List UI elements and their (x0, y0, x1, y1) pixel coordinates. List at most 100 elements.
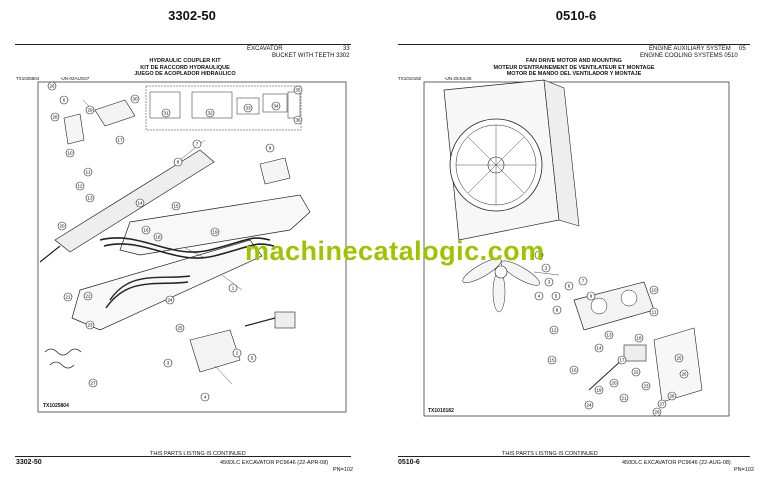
right-title-fr: MOTEUR D'ENTRAINEMENT DE VENTILATEUR ET … (493, 64, 655, 71)
right-figure-label: TX1010182 (428, 408, 454, 414)
callout-31: 31 (161, 108, 171, 118)
svg-text:21: 21 (65, 295, 71, 300)
callout-9: 9 (586, 291, 596, 301)
callout-6: 6 (59, 95, 69, 105)
callout-22: 22 (631, 367, 641, 377)
svg-text:30: 30 (132, 97, 138, 102)
svg-text:25: 25 (676, 356, 682, 361)
hydraulic-cylinder (54, 149, 215, 253)
arm-structure (119, 194, 311, 256)
watermark-text: machinecatalogic.com (245, 236, 545, 266)
valve-block (189, 329, 241, 373)
right-catalog-page: 0510-6 ENGINE AUXILIARY SYSTEM 05 ENGINE… (384, 0, 768, 497)
callout-7: 7 (578, 276, 588, 286)
callout-7: 7 (192, 139, 202, 149)
svg-text:15: 15 (549, 358, 555, 363)
callout-10: 10 (65, 148, 75, 158)
solenoid (274, 311, 296, 329)
svg-text:9: 9 (590, 294, 593, 299)
callout-16: 16 (569, 365, 579, 375)
callout-24: 24 (584, 400, 594, 410)
right-footer-continued: THIS PARTS LISTING IS CONTINUED (502, 451, 598, 457)
callout-5: 5 (247, 353, 257, 363)
callout-5: 5 (551, 291, 561, 301)
right-header-group: ENGINE COOLING SYSTEMS 0510 (640, 53, 738, 59)
right-title-block: FAN DRIVE MOTOR AND MOUNTING MOTEUR D'EN… (464, 58, 684, 78)
svg-text:33: 33 (245, 106, 251, 111)
callout-10: 10 (649, 285, 659, 295)
callout-35: 35 (293, 85, 303, 95)
callout-20: 20 (609, 378, 619, 388)
svg-text:28: 28 (669, 394, 675, 399)
callout-9: 9 (265, 143, 275, 153)
right-footer-code: PN=102 (734, 467, 755, 473)
right-figure-date: -UN-29JUL06 (444, 76, 472, 81)
svg-text:12: 12 (77, 184, 83, 189)
callout-12: 12 (549, 325, 559, 335)
right-header-page: 05 (739, 46, 746, 52)
svg-text:31: 31 (163, 111, 169, 116)
callout-14: 14 (135, 198, 145, 208)
callout-22: 22 (83, 291, 93, 301)
left-title-en: HYDRAULIC COUPLER KIT (149, 58, 221, 64)
left-footer-rule (15, 456, 351, 457)
svg-text:10: 10 (67, 151, 73, 156)
callout-15: 15 (171, 201, 181, 211)
tool-box (94, 99, 136, 127)
callout-13: 13 (604, 330, 614, 340)
svg-text:21: 21 (621, 396, 627, 401)
left-header-rule (15, 44, 351, 45)
left-footer-continued: THIS PARTS LISTING IS CONTINUED (150, 451, 246, 457)
callout-13: 13 (85, 193, 95, 203)
callout-16: 16 (141, 225, 151, 235)
svg-text:10: 10 (651, 288, 657, 293)
callout-21: 21 (63, 292, 73, 302)
callout-8: 8 (552, 305, 562, 315)
left-header-group: BUCKET WITH TEETH 3302 (272, 53, 350, 59)
svg-text:36: 36 (295, 118, 301, 123)
left-diagram-frame (37, 81, 347, 413)
svg-text:1: 1 (232, 286, 235, 291)
decal-group-box (145, 85, 302, 131)
callout-28: 28 (667, 391, 677, 401)
svg-text:32: 32 (207, 111, 213, 116)
svg-text:11: 11 (86, 170, 91, 175)
left-title-block: HYDRAULIC COUPLER KIT KIT DE RACCORD HYD… (110, 58, 260, 78)
right-diagram-frame (423, 81, 730, 417)
callout-34: 34 (271, 101, 281, 111)
right-footer-model: 450DLC EXCAVATOR PC9646 (22-AUG-08) (622, 460, 731, 466)
svg-text:27: 27 (659, 402, 665, 407)
svg-text:18: 18 (636, 336, 642, 341)
left-figure-ref: TX1025804 (16, 76, 40, 81)
left-footer-number: 3302-50 (16, 459, 42, 466)
callout-28: 28 (50, 112, 60, 122)
svg-text:29: 29 (87, 108, 93, 113)
callout-6: 6 (564, 281, 574, 291)
svg-text:14: 14 (137, 201, 143, 206)
svg-text:22: 22 (633, 370, 639, 375)
callout-29: 29 (85, 105, 95, 115)
callout-24: 24 (165, 295, 175, 305)
svg-text:8: 8 (556, 308, 559, 313)
bucket-link (71, 239, 263, 331)
left-header-category: EXCAVATOR (247, 46, 283, 52)
right-callouts: 1 2 3 4 5 6 7 8 9 10 11 12 13 14 15 16 1… (534, 250, 689, 417)
callout-25: 25 (175, 323, 185, 333)
svg-text:4: 4 (538, 294, 541, 299)
callout-25: 25 (674, 353, 684, 363)
svg-text:7: 7 (196, 142, 199, 147)
callout-1: 1 (228, 283, 238, 293)
callout-11: 11 (83, 167, 93, 177)
svg-text:2: 2 (236, 351, 239, 356)
svg-text:22: 22 (85, 294, 91, 299)
callout-4: 4 (200, 392, 210, 402)
right-footer-rule (398, 456, 750, 457)
svg-text:26: 26 (49, 84, 55, 89)
callout-20: 20 (57, 221, 67, 231)
fan-guard (653, 327, 703, 403)
callout-1: 1 (534, 250, 544, 260)
callout-26: 26 (47, 81, 57, 91)
svg-text:6: 6 (63, 98, 66, 103)
fan-blades (462, 258, 540, 313)
svg-text:34: 34 (273, 104, 279, 109)
